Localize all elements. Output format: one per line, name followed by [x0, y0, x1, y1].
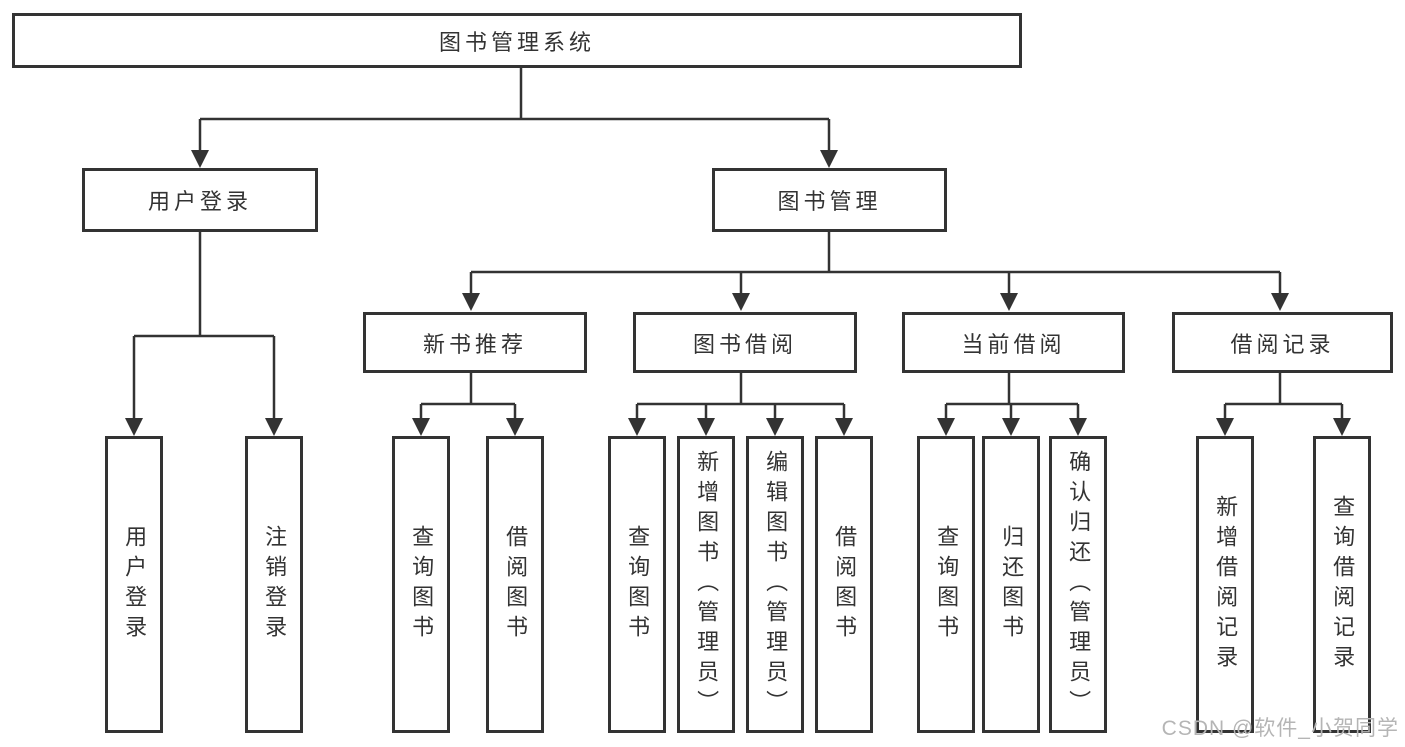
leaf-add-borrow-record: 新增借阅记录: [1196, 436, 1254, 733]
leaf-query-books-recommend: 查询图书: [392, 436, 450, 733]
leaf-edit-book-admin: 编辑图书（管理员）: [746, 436, 804, 733]
node-library-system: 图书管理系统: [12, 13, 1022, 68]
node-book-borrow: 图书借阅: [633, 312, 857, 373]
node-borrow-records: 借阅记录: [1172, 312, 1393, 373]
leaf-query-books-current: 查询图书: [917, 436, 975, 733]
leaf-logout: 注销登录: [245, 436, 303, 733]
watermark: CSDN @软件_小贺同学: [1161, 717, 1399, 740]
leaf-return-books: 归还图书: [982, 436, 1040, 733]
leaf-user-login: 用户登录: [105, 436, 163, 733]
leaf-query-books-borrow: 查询图书: [608, 436, 666, 733]
node-book-management: 图书管理: [712, 168, 947, 232]
node-user-login: 用户登录: [82, 168, 318, 232]
arrowheads: [125, 150, 1351, 436]
node-current-borrow: 当前借阅: [902, 312, 1125, 373]
leaf-confirm-return-admin: 确认归还（管理员）: [1049, 436, 1107, 733]
leaf-borrow-books: 借阅图书: [815, 436, 873, 733]
leaf-add-book-admin: 新增图书（管理员）: [677, 436, 735, 733]
node-new-book-recommend: 新书推荐: [363, 312, 587, 373]
leaf-borrow-books-recommend: 借阅图书: [486, 436, 544, 733]
leaf-query-borrow-record: 查询借阅记录: [1313, 436, 1371, 733]
